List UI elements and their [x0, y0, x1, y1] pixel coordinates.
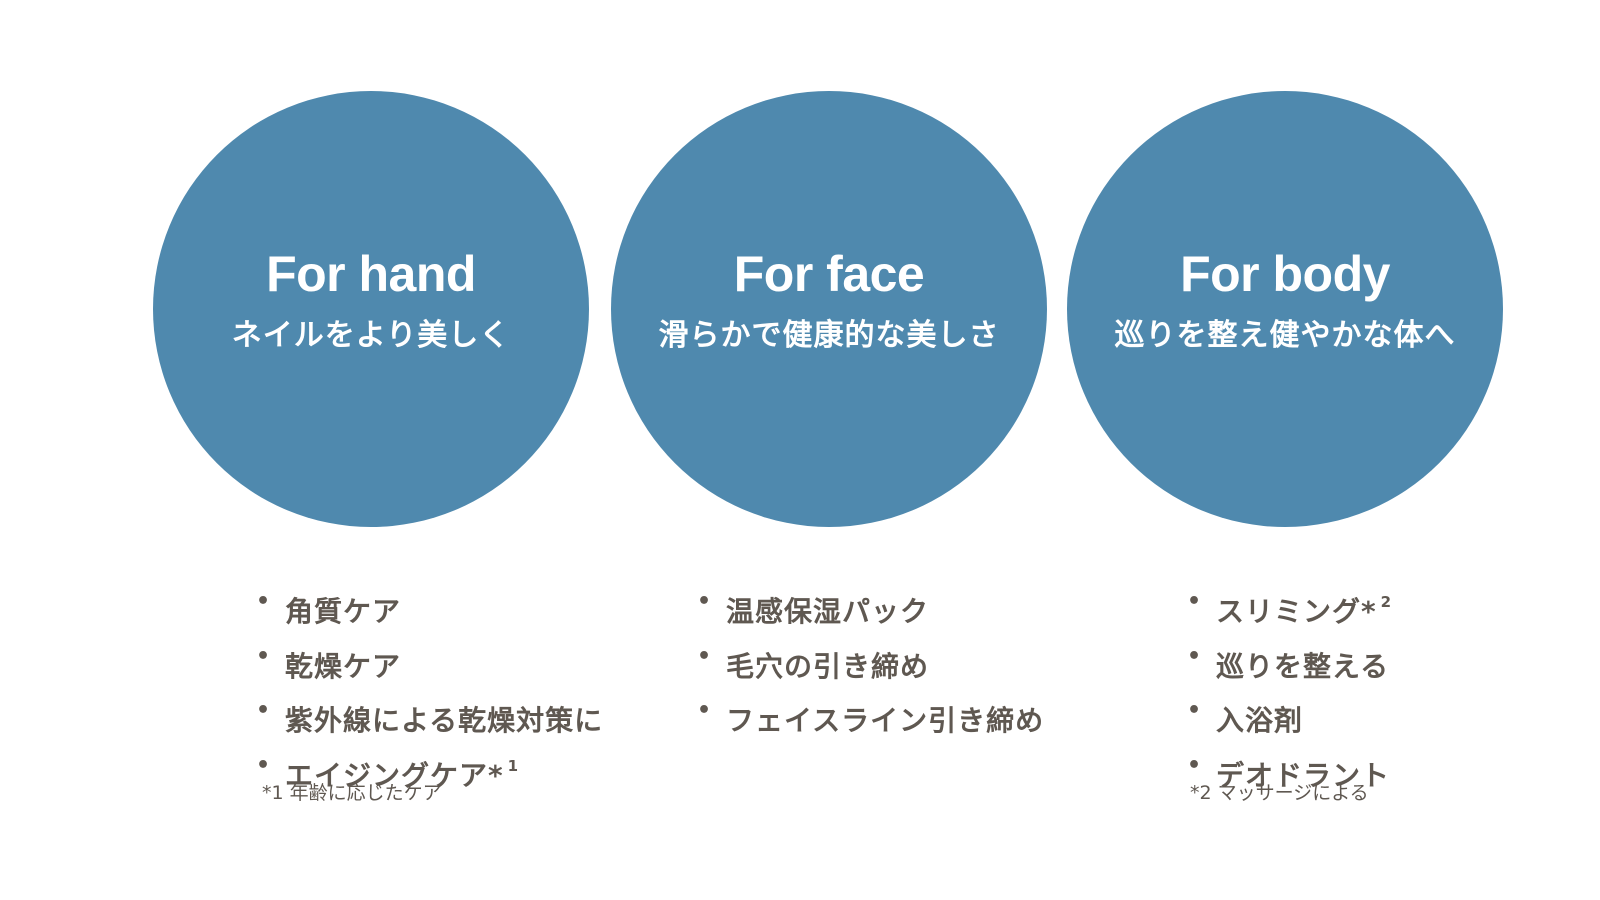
- list-item: • 温感保湿パック: [697, 580, 1048, 635]
- circle-subtitle-body: 巡りを整え健やかな体へ: [1114, 318, 1456, 353]
- list-item-label: デオドラント: [1216, 758, 1391, 792]
- bullet-icon: •: [697, 698, 713, 723]
- list-item: • 紫外線による乾燥対策に: [256, 689, 607, 744]
- bullet-icon: •: [1187, 752, 1203, 778]
- list-item-label: スリミング*: [1216, 595, 1377, 628]
- list-item: • フェイスライン引き締め: [697, 689, 1048, 744]
- list-item: • 毛穴の引き締め: [697, 635, 1048, 690]
- feature-list-face: • 温感保湿パック • 毛穴の引き締め • フェイスライン引き締め: [697, 580, 1048, 744]
- circle-hand: For hand ネイルをより美しく: [153, 91, 589, 527]
- circle-face: For face 滑らかで健康的な美しさ: [611, 91, 1047, 527]
- circle-title-face: For face: [733, 246, 925, 302]
- circle-subtitle-face: 滑らかで健康的な美しさ: [658, 318, 1000, 353]
- circle-title-body: For body: [1180, 246, 1390, 302]
- list-item-label: 角質ケア: [285, 595, 402, 628]
- list-item: • 乾燥ケア: [256, 635, 607, 690]
- list-item-label: フェイスライン引き締め: [726, 704, 1045, 737]
- bullet-icon: •: [256, 698, 272, 723]
- list-item: • エイジングケア*1: [256, 744, 607, 799]
- feature-list-hand: • 角質ケア • 乾燥ケア • 紫外線による乾燥対策に • エイジングケア*1: [256, 580, 607, 798]
- feature-list-body: • スリミング*2 • 巡りを整える • 入浴剤 • デオドラント: [1187, 580, 1394, 798]
- list-item: • デオドラント: [1187, 744, 1394, 799]
- footnote-hand: *1 年齢に応じたケア: [262, 782, 442, 804]
- footnote-mark: 1: [507, 756, 519, 775]
- bullet-icon: •: [697, 589, 713, 614]
- bullet-icon: •: [1187, 589, 1203, 614]
- list-item: • スリミング*2: [1187, 580, 1394, 635]
- list-item: • 巡りを整える: [1187, 635, 1394, 690]
- bullet-icon: •: [1187, 698, 1203, 723]
- list-item-label: 乾燥ケア: [285, 649, 402, 683]
- bullet-icon: •: [256, 589, 272, 614]
- list-item: • 入浴剤: [1187, 689, 1394, 744]
- list-item-label: 温感保湿パック: [726, 595, 930, 628]
- list-item: • 角質ケア: [256, 580, 607, 635]
- list-item-label: 紫外線による乾燥対策に: [285, 704, 604, 737]
- bullet-icon: •: [256, 752, 272, 778]
- bullet-icon: •: [1187, 643, 1203, 669]
- circle-title-hand: For hand: [266, 246, 476, 302]
- list-item-label: 毛穴の引き締め: [726, 649, 930, 683]
- footnote-mark: 2: [1380, 593, 1392, 611]
- list-item-label: エイジングケア*: [285, 758, 504, 792]
- circle-body: For body 巡りを整え健やかな体へ: [1067, 91, 1503, 527]
- bullet-icon: •: [697, 643, 713, 669]
- list-item-label: 巡りを整える: [1216, 649, 1390, 683]
- bullet-icon: •: [256, 643, 272, 669]
- list-item-label: 入浴剤: [1216, 704, 1304, 737]
- circle-subtitle-hand: ネイルをより美しく: [231, 318, 511, 353]
- footnote-body: *2 マッサージによる: [1190, 782, 1369, 804]
